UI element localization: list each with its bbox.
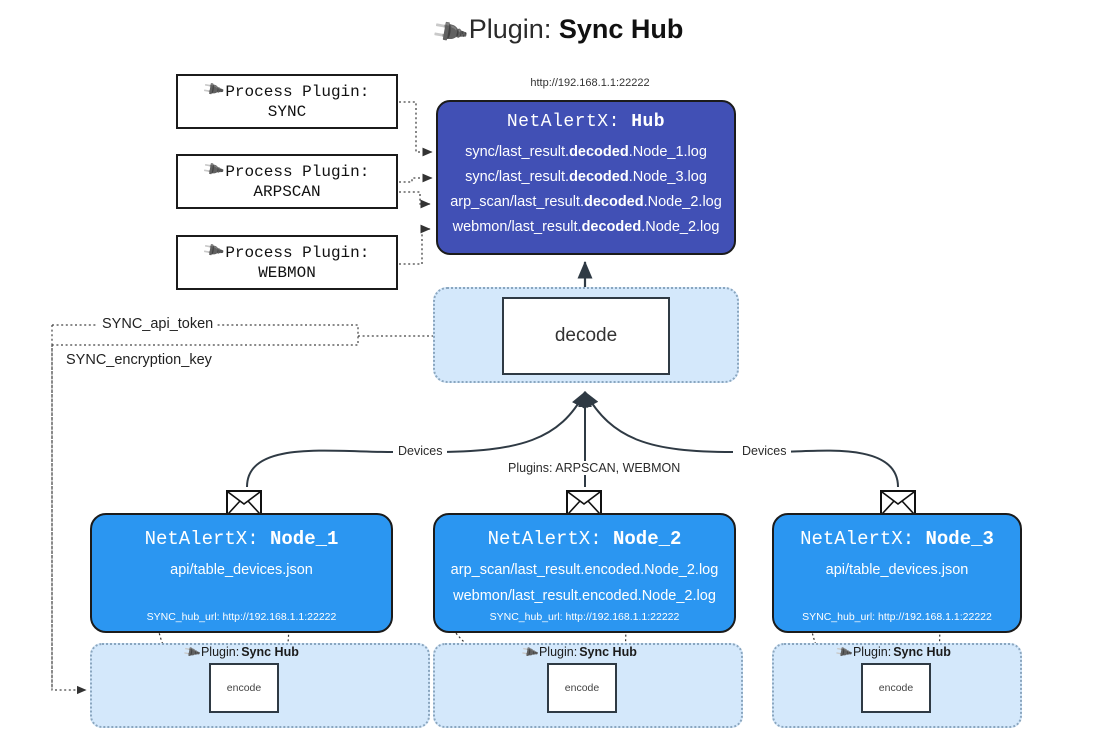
hub-url-caption: http://192.168.1.1:22222 <box>530 77 650 89</box>
node-title-prefix: NetAlertX: <box>144 528 270 550</box>
process-plugin-sync[interactable]: 🔌Process Plugin: SYNC <box>176 74 398 129</box>
node-box-node-1[interactable]: NetAlertX: Node_1 api/table_devices.json… <box>90 513 393 633</box>
log-pre: sync/last_result. <box>465 144 570 160</box>
encode-plugin-prefix: Plugin: <box>200 645 240 659</box>
encode-plugin-prefix: Plugin: <box>538 645 578 659</box>
process-plugin-arpscan[interactable]: 🔌Process Plugin: ARPSCAN <box>176 154 398 209</box>
edge-label-devices-left: Devices <box>393 444 448 458</box>
log-em: decoded <box>569 144 629 160</box>
encode-box-node-1[interactable]: encode <box>209 663 279 713</box>
log-em: decoded <box>569 168 629 185</box>
hub-title: NetAlertX: Hub <box>438 112 734 132</box>
sync-api-token-label: SYNC_api_token <box>98 316 218 332</box>
plug-icon: 🔌 <box>200 239 227 265</box>
plug-icon: 🔌 <box>428 11 470 53</box>
process-plugin-name: ARPSCAN <box>253 182 321 201</box>
process-plugin-name: SYNC <box>267 102 307 121</box>
hub-title-prefix: NetAlertX: <box>506 112 632 132</box>
node-line: api/table_devices.json <box>825 562 969 578</box>
edge-label-plugins: Plugins: ARPSCAN, WEBMON <box>503 461 686 475</box>
hub-title-name: Hub <box>631 112 666 132</box>
plug-icon: 🔌 <box>200 78 227 104</box>
process-plugin-label: Process Plugin: <box>225 243 370 262</box>
hub-node[interactable]: NetAlertX: Hub sync/last_result.decoded.… <box>436 100 736 255</box>
hub-log-line: sync/last_result.decoded.Node_1.log <box>438 140 734 165</box>
node-hub-url: SYNC_hub_url: http://192.168.1.1:22222 <box>489 611 680 623</box>
node-hub-url: SYNC_hub_url: http://192.168.1.1:22222 <box>146 611 337 623</box>
node-line: api/table_devices.json <box>170 562 313 578</box>
process-plugin-webmon[interactable]: 🔌Process Plugin: WEBMON <box>176 235 398 290</box>
process-plugin-label: Process Plugin: <box>225 162 370 181</box>
encode-plugin-name: Sync Hub <box>579 645 637 659</box>
node-title-name: Node_3 <box>925 528 994 550</box>
encode-box-node-2[interactable]: encode <box>547 663 617 713</box>
log-pre: sync/last_result. <box>465 168 570 185</box>
process-plugin-label: Process Plugin: <box>225 82 370 101</box>
encode-plugin-label: 🔌Plugin: Sync Hub <box>181 642 299 662</box>
log-pre: arp_scan/last_result. <box>450 193 584 210</box>
node-line: arp_scan/last_result.encoded.Node_2.log <box>450 562 719 578</box>
page-title-prefix: Plugin: <box>468 14 559 44</box>
node-title: NetAlertX: Node_3 <box>774 528 1020 550</box>
sync-encryption-key-label: SYNC_encryption_key <box>62 352 216 368</box>
node-title-prefix: NetAlertX: <box>487 528 613 550</box>
hub-log-line: webmon/last_result.decoded.Node_2.log <box>438 215 734 240</box>
node-title: NetAlertX: Node_2 <box>435 528 734 550</box>
edge-label-devices-right: Devices <box>737 444 792 458</box>
log-em: decoded <box>581 218 642 235</box>
encode-plugin-label: 🔌Plugin: Sync Hub <box>833 642 951 662</box>
process-plugin-name: WEBMON <box>258 263 316 282</box>
hub-log-line: arp_scan/last_result.decoded.Node_2.log <box>438 190 734 215</box>
log-post: .Node_1.log <box>628 144 707 160</box>
log-post: .Node_2.log <box>643 193 722 210</box>
encode-plugin-name: Sync Hub <box>893 645 951 659</box>
node-hub-url: SYNC_hub_url: http://192.168.1.1:22222 <box>802 611 992 623</box>
encode-plugin-label: 🔌Plugin: Sync Hub <box>519 642 637 662</box>
node-box-node-3[interactable]: NetAlertX: Node_3 api/table_devices.json… <box>772 513 1022 633</box>
encode-box-node-3[interactable]: encode <box>861 663 931 713</box>
hub-log-line: sync/last_result.decoded.Node_3.log <box>438 165 734 190</box>
page-title: 🔌Plugin: Sync Hub <box>0 12 1117 53</box>
log-post: .Node_3.log <box>628 168 707 185</box>
node-title-prefix: NetAlertX: <box>800 528 926 550</box>
node-line: webmon/last_result.encoded.Node_2.log <box>453 588 716 605</box>
log-post: .Node_2.log <box>641 218 720 235</box>
encode-plugin-name: Sync Hub <box>241 645 299 659</box>
page-title-name: Sync Hub <box>558 14 684 44</box>
encode-plugin-prefix: Plugin: <box>852 645 892 659</box>
decode-box[interactable]: decode <box>502 297 670 375</box>
node-title: NetAlertX: Node_1 <box>92 528 391 550</box>
node-title-name: Node_2 <box>613 528 682 550</box>
log-pre: webmon/last_result. <box>452 218 582 235</box>
envelope-icon <box>566 490 602 516</box>
node-box-node-2[interactable]: NetAlertX: Node_2 arp_scan/last_result.e… <box>433 513 736 633</box>
plug-icon: 🔌 <box>200 158 227 184</box>
log-em: decoded <box>583 193 644 210</box>
node-title-name: Node_1 <box>270 528 339 550</box>
